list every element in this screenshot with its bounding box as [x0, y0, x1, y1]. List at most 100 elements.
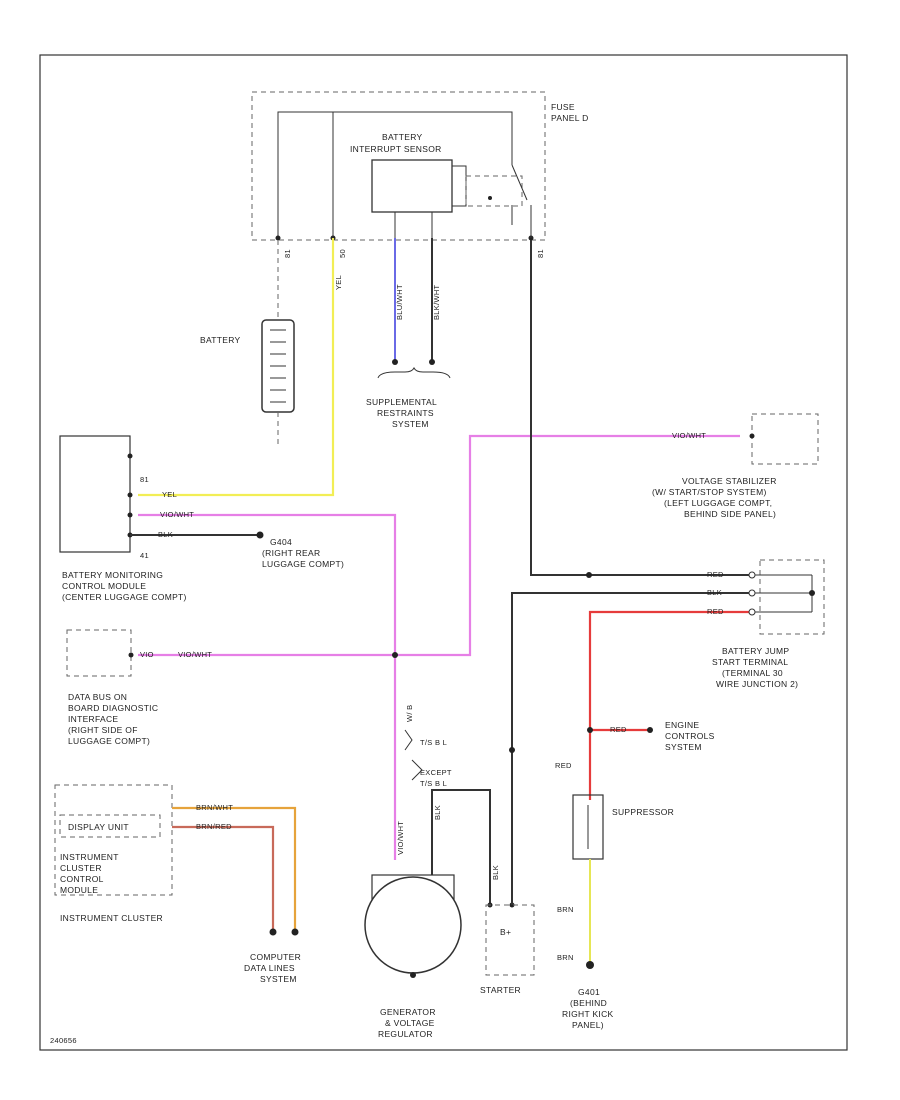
svg-text:BATTERY MONITORING: BATTERY MONITORING	[62, 570, 163, 580]
svg-text:COMPUTER: COMPUTER	[250, 952, 301, 962]
fuse-panel-label: FUSE	[551, 102, 575, 112]
svg-text:PANEL): PANEL)	[572, 1020, 604, 1030]
svg-text:BLK: BLK	[491, 865, 500, 880]
starter: B+ STARTER	[480, 904, 535, 995]
svg-text:& VOLTAGE: & VOLTAGE	[385, 1018, 435, 1028]
svg-text:T/S B L: T/S B L	[420, 738, 447, 747]
svg-text:DATA LINES: DATA LINES	[244, 963, 295, 973]
svg-text:BATTERY JUMP: BATTERY JUMP	[722, 646, 789, 656]
voltage-stabilizer: VOLTAGE STABILIZER (W/ START/STOP SYSTEM…	[652, 413, 819, 519]
svg-text:SUPPRESSOR: SUPPRESSOR	[612, 807, 674, 817]
svg-text:W/ B: W/ B	[405, 705, 414, 722]
svg-text:VIO: VIO	[140, 650, 154, 659]
svg-text:(CENTER LUGGAGE COMPT): (CENTER LUGGAGE COMPT)	[62, 592, 187, 602]
svg-text:VIO/WHT: VIO/WHT	[178, 650, 212, 659]
svg-text:(BEHIND: (BEHIND	[570, 998, 607, 1008]
svg-text:B+: B+	[500, 927, 511, 937]
svg-text:T/S B L: T/S B L	[420, 779, 447, 788]
svg-text:G401: G401	[578, 987, 600, 997]
svg-text:BOARD DIAGNOSTIC: BOARD DIAGNOSTIC	[68, 703, 158, 713]
svg-text:G404: G404	[270, 537, 292, 547]
diagram-frame	[39, 54, 848, 1051]
battery: BATTERY	[200, 240, 295, 445]
svg-text:BLK: BLK	[433, 805, 442, 820]
svg-text:VOLTAGE STABILIZER: VOLTAGE STABILIZER	[682, 476, 777, 486]
data-bus-obd: DATA BUS ON BOARD DIAGNOSTIC INTERFACE (…	[66, 629, 158, 746]
svg-text:RED: RED	[707, 607, 724, 616]
svg-text:BRN/RED: BRN/RED	[196, 822, 232, 831]
svg-text:START TERMINAL: START TERMINAL	[712, 657, 788, 667]
svg-text:RED: RED	[610, 725, 627, 734]
svg-text:DISPLAY UNIT: DISPLAY UNIT	[68, 822, 129, 832]
svg-text:VIO/WHT: VIO/WHT	[160, 510, 194, 519]
svg-text:STARTER: STARTER	[480, 985, 521, 995]
svg-text:RED: RED	[707, 570, 724, 579]
pin-81-top: 81	[283, 249, 292, 258]
svg-text:YEL: YEL	[334, 275, 343, 290]
svg-text:ENGINE: ENGINE	[665, 720, 699, 730]
svg-text:(RIGHT REAR: (RIGHT REAR	[262, 548, 320, 558]
instrument-cluster: DISPLAY UNIT INSTRUMENT CLUSTER CONTROL …	[54, 784, 301, 984]
battery-label: BATTERY	[200, 335, 241, 345]
svg-text:SUPPLEMENTAL: SUPPLEMENTAL	[366, 397, 437, 407]
violet-wires: VIO/WHT VIO/WHT VIO/WHT VIO/WHT VIO	[138, 431, 740, 860]
svg-text:INSTRUMENT CLUSTER: INSTRUMENT CLUSTER	[60, 913, 163, 923]
svg-text:VIO/WHT: VIO/WHT	[672, 431, 706, 440]
svg-text:RESTRAINTS: RESTRAINTS	[377, 408, 434, 418]
srs-wires: BLU/WHT BLK/WHT SUPPLEMENTAL RESTRAINTS …	[366, 238, 451, 429]
g404-ground: BLK G404 (RIGHT REAR LUGGAGE COMPT)	[130, 530, 344, 569]
generator-starter-wire: BLK BLK	[431, 789, 515, 908]
svg-text:SYSTEM: SYSTEM	[260, 974, 297, 984]
battery-interrupt-sensor: BATTERY INTERRUPT SENSOR	[332, 112, 532, 238]
pin-81-right: 81	[536, 249, 545, 258]
svg-text:81: 81	[140, 475, 149, 484]
svg-text:REGULATOR: REGULATOR	[378, 1029, 433, 1039]
figure-code: 240656	[50, 1036, 77, 1045]
svg-text:INTERRUPT SENSOR: INTERRUPT SENSOR	[350, 144, 442, 154]
engine-controls-branch: RED ENGINE CONTROLS SYSTEM RED	[555, 720, 715, 770]
svg-text:INSTRUMENT: INSTRUMENT	[60, 852, 119, 862]
svg-text:CLUSTER: CLUSTER	[60, 863, 102, 873]
svg-text:BRN: BRN	[557, 905, 574, 914]
option-notes: W/ B T/S B L EXCEPT T/S B L	[404, 705, 452, 788]
svg-text:WIRE JUNCTION 2): WIRE JUNCTION 2)	[716, 679, 798, 689]
svg-text:BLK: BLK	[158, 530, 173, 539]
svg-text:PANEL D: PANEL D	[551, 113, 589, 123]
svg-text:EXCEPT: EXCEPT	[420, 768, 452, 777]
svg-text:41: 41	[140, 551, 149, 560]
svg-text:LUGGAGE COMPT): LUGGAGE COMPT)	[262, 559, 344, 569]
svg-text:(LEFT LUGGAGE COMPT,: (LEFT LUGGAGE COMPT,	[664, 498, 772, 508]
svg-text:YEL: YEL	[162, 490, 177, 499]
battery-monitoring-module: 81 41 BATTERY MONITORING CONTROL MODULE …	[59, 435, 187, 602]
svg-text:CONTROL: CONTROL	[60, 874, 104, 884]
svg-text:LUGGAGE COMPT): LUGGAGE COMPT)	[68, 736, 150, 746]
svg-text:SYSTEM: SYSTEM	[392, 419, 429, 429]
suppressor: SUPPRESSOR BRN BRN G401 (BEHIND RIGHT KI…	[557, 794, 674, 1030]
svg-text:MODULE: MODULE	[60, 885, 98, 895]
svg-text:CONTROL MODULE: CONTROL MODULE	[62, 581, 146, 591]
svg-text:DATA BUS ON: DATA BUS ON	[68, 692, 127, 702]
yel-wire: YEL YEL	[138, 238, 343, 499]
svg-text:BRN: BRN	[557, 953, 574, 962]
generator: GENERATOR & VOLTAGE REGULATOR	[364, 874, 462, 1039]
svg-text:(RIGHT SIDE OF: (RIGHT SIDE OF	[68, 725, 138, 735]
fuse-panel: FUSE PANEL D 81 50 81	[251, 91, 589, 258]
svg-text:BEHIND SIDE PANEL): BEHIND SIDE PANEL)	[684, 509, 776, 519]
svg-text:GENERATOR: GENERATOR	[380, 1007, 436, 1017]
jump-start-terminal: BATTERY JUMP START TERMINAL (TERMINAL 30…	[712, 559, 825, 689]
svg-text:SYSTEM: SYSTEM	[665, 742, 702, 752]
svg-text:VIO/WHT: VIO/WHT	[396, 821, 405, 855]
srs-wire-label-2: BLK/WHT	[432, 284, 441, 320]
srs-wire-label-1: BLU/WHT	[395, 284, 404, 320]
svg-text:BLK: BLK	[707, 588, 722, 597]
svg-text:BRN/WHT: BRN/WHT	[196, 803, 233, 812]
svg-text:CONTROLS: CONTROLS	[665, 731, 715, 741]
svg-text:(W/ START/STOP SYSTEM): (W/ START/STOP SYSTEM)	[652, 487, 767, 497]
svg-text:RED: RED	[555, 761, 572, 770]
svg-text:BATTERY: BATTERY	[382, 132, 423, 142]
jump-terminal-wires: RED BLK RED	[509, 240, 752, 860]
pin-50: 50	[338, 249, 347, 258]
svg-text:INTERFACE: INTERFACE	[68, 714, 118, 724]
svg-text:(TERMINAL 30: (TERMINAL 30	[722, 668, 783, 678]
